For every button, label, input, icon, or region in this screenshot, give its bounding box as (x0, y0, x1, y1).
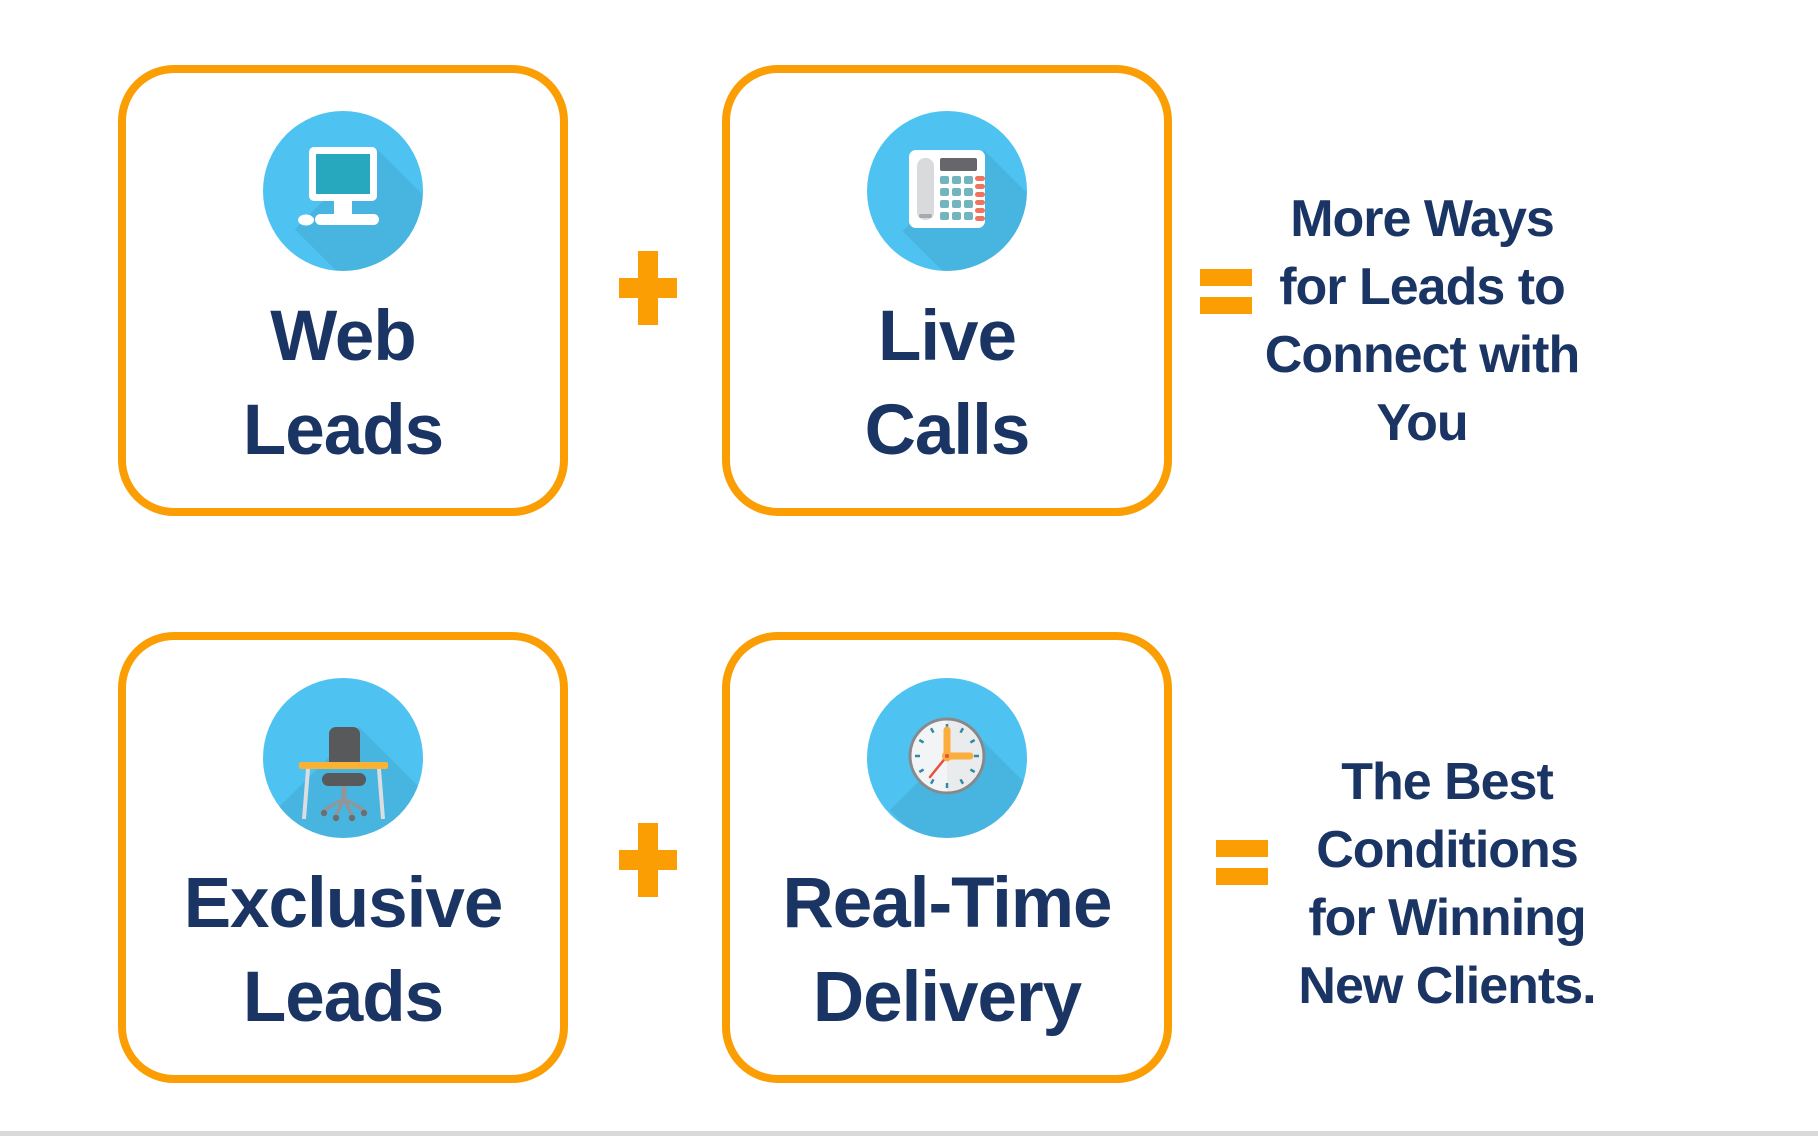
card-label: Web Leads (126, 290, 560, 478)
equals-bottom-bar (1216, 868, 1268, 885)
card-label-line: Exclusive (183, 864, 504, 943)
card-label-line: Leads (242, 958, 444, 1037)
card-web-leads: Web Leads (118, 65, 568, 516)
card-label: Real-Time Delivery (730, 857, 1164, 1045)
card-label-line: Web (270, 297, 417, 376)
result-line: New Clients. (1298, 957, 1596, 1015)
plus-horizontal-bar (619, 850, 677, 870)
desk-chair-icon (263, 678, 423, 838)
result-line: More Ways (1290, 190, 1555, 248)
card-label: Exclusive Leads (126, 857, 560, 1045)
equals-bottom-bar (1200, 297, 1252, 314)
clock-icon (867, 678, 1027, 838)
computer-icon (263, 111, 423, 271)
equals-icon (1200, 269, 1252, 314)
phone-icon (867, 111, 1027, 271)
equals-icon (1216, 840, 1268, 885)
plus-icon (619, 823, 677, 897)
bottom-divider (0, 1131, 1818, 1136)
equals-top-bar (1200, 269, 1252, 286)
result-line: You (1376, 394, 1468, 452)
card-label-line: Delivery (812, 958, 1082, 1037)
card-label: Live Calls (730, 290, 1164, 478)
card-label-line: Live (877, 297, 1017, 376)
card-label-line: Calls (864, 391, 1031, 470)
result-text-row1: More Ways for Leads to Connect with You (1212, 185, 1632, 457)
card-real-time-delivery: Real-Time Delivery (722, 632, 1172, 1083)
result-text-row2: The Best Conditions for Winning New Clie… (1237, 748, 1657, 1020)
result-line: Conditions (1316, 821, 1579, 879)
card-label-line: Leads (242, 391, 444, 470)
result-line: The Best (1341, 753, 1554, 811)
plus-horizontal-bar (619, 278, 677, 298)
card-exclusive-leads: Exclusive Leads (118, 632, 568, 1083)
card-live-calls: Live Calls (722, 65, 1172, 516)
result-line: for Winning (1308, 889, 1586, 947)
plus-icon (619, 251, 677, 325)
card-label-line: Real-Time (782, 864, 1112, 943)
result-line: for Leads to (1279, 258, 1566, 316)
result-line: Connect with (1264, 326, 1580, 384)
equals-top-bar (1216, 840, 1268, 857)
